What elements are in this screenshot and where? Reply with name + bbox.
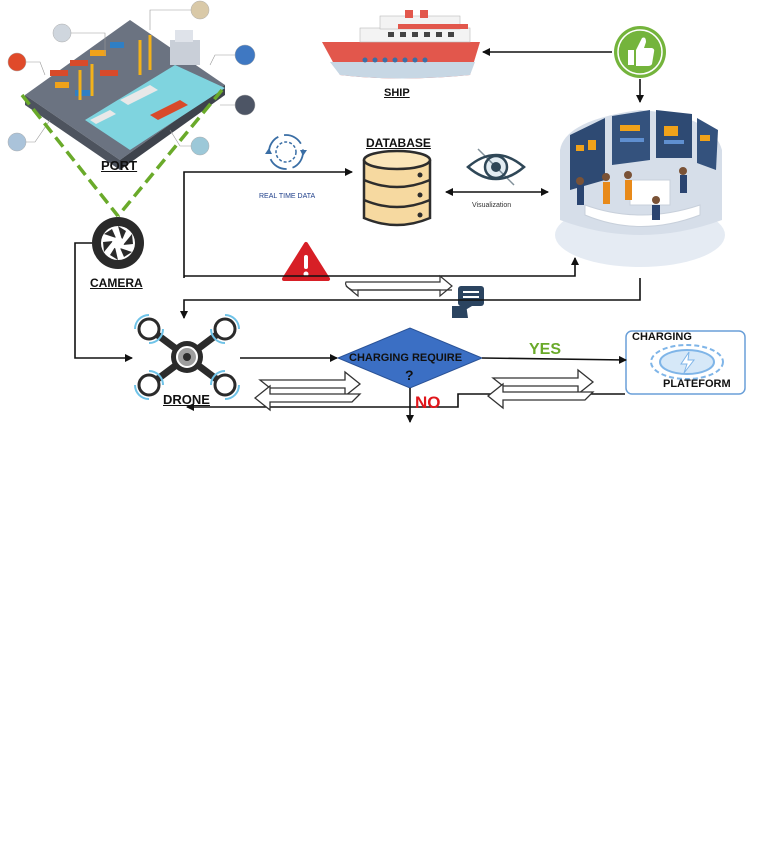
port-label: PORT (101, 158, 138, 173)
yes-label: YES (529, 341, 562, 358)
no-label: NO (415, 393, 441, 412)
alert-icon (282, 242, 330, 281)
database-icon (362, 149, 432, 227)
charging-platform-icon (625, 330, 746, 395)
camera-field-of-view (20, 88, 224, 218)
thumbs-up-icon (614, 26, 666, 78)
database-label: DATABASE (366, 136, 431, 150)
visualization-label: Visualization (472, 202, 512, 209)
loop-arrow-2 (253, 370, 362, 412)
drone-label: DRONE (163, 392, 210, 407)
eye-icon (466, 148, 526, 186)
real-time-data-label: REAL TIME DATA (259, 193, 316, 200)
ship-label: SHIP (384, 87, 410, 99)
feedback-icon (452, 286, 484, 318)
loop-arrow-3 (486, 368, 595, 410)
decision-label: CHARGING REQUIRE (349, 352, 463, 364)
camera-label: CAMERA (90, 276, 143, 290)
port-illustration (7, 0, 256, 170)
ship-icon (322, 10, 480, 79)
camera-lens-icon (92, 217, 144, 269)
charging-label-line2: PLATEFORM (663, 378, 731, 390)
sync-icon (265, 134, 307, 170)
control-room-illustration (555, 110, 725, 267)
drone-icon (134, 314, 240, 400)
loop-arrow-1 (345, 274, 453, 298)
charging-label-line1: CHARGING (632, 331, 692, 343)
decision-question-mark: ? (405, 367, 414, 383)
